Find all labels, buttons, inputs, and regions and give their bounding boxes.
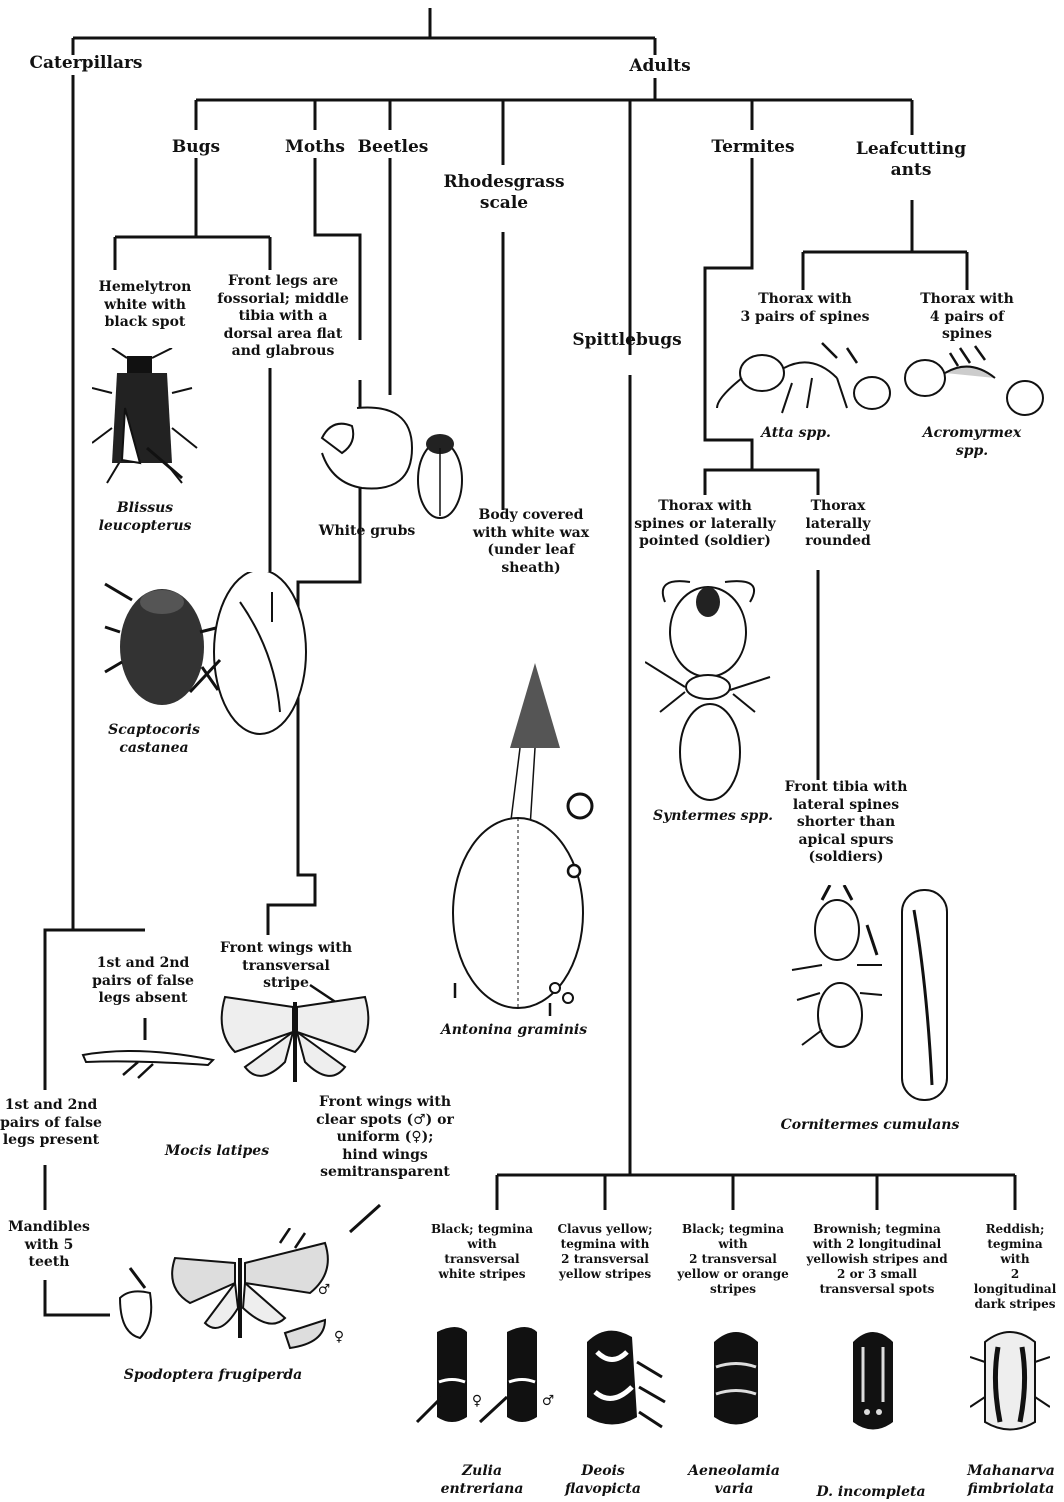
syntermes-termite-illustration [645, 572, 775, 807]
spittlebug-desc-mahanarva: Reddish; tegmina with 2 longitudinal dar… [974, 1222, 1057, 1312]
spittlebug-desc-deois: Clavus yellow; tegmina with 2 transversa… [557, 1222, 652, 1282]
spodoptera-female-symbol: ♀ [334, 1329, 344, 1347]
legs-present-label: 1st and 2nd pairs of false legs present [0, 1097, 102, 1150]
spodoptera-name: Spodoptera frugiperda [124, 1367, 302, 1385]
front-tibia-label: Front tibia with lateral spines shorter … [785, 779, 908, 867]
blissus-name: Blissus leucopterus [99, 500, 192, 535]
mocis-moth-illustration [215, 992, 375, 1087]
acromyrmex-name: Acromyrmex spp. [923, 425, 1022, 460]
incompleta-name: D. incompleta [816, 1484, 925, 1502]
moths-label: Moths [285, 137, 345, 158]
termite-spines-label: Thorax with spines or laterally pointed … [634, 498, 775, 551]
mahanarva-name: Mahanarva fimbriolata [967, 1463, 1055, 1498]
mocis-caterpillar-illustration [78, 1040, 218, 1080]
spittlebug-desc-zulia: Black; tegmina with transversal white st… [431, 1222, 533, 1282]
spodoptera-moth-illustration [110, 1228, 350, 1358]
front-wings-stripe-label: Front wings with transversal stripe [220, 940, 352, 993]
syntermes-name: Syntermes spp. [653, 808, 773, 826]
acromyrmex-ant-illustration [900, 338, 1048, 423]
atta-ant-illustration [712, 338, 892, 423]
blissus-bug-illustration [92, 348, 202, 488]
cornitermes-name: Cornitermes cumulans [781, 1117, 960, 1135]
front-legs-label: Front legs are fossorial; middle tibia w… [217, 273, 349, 361]
termite-rounded-label: Thorax laterally rounded [805, 498, 871, 551]
zulia-name: Zulia entreriana [441, 1463, 524, 1498]
thorax-3-spines-label: Thorax with 3 pairs of spines [740, 291, 869, 326]
rhodesgrass-label: Rhodesgrass scale [443, 172, 564, 215]
bugs-label: Bugs [172, 137, 220, 158]
zulia-spittlebug-illustration [412, 1322, 552, 1432]
aeneolamia-name: Aeneolamia varia [688, 1463, 780, 1498]
aeneolamia-spittlebug-illustration [706, 1322, 766, 1432]
mocis-name: Mocis latipes [165, 1143, 269, 1161]
deois-spittlebug-illustration [577, 1322, 672, 1432]
spodoptera-male-symbol: ♂ [318, 1282, 331, 1300]
spittlebugs-label: Spittlebugs [572, 330, 681, 351]
body-wax-label: Body covered with white wax (under leaf … [473, 507, 589, 577]
caterpillars-label: Caterpillars [30, 53, 143, 74]
antonina-name: Antonina graminis [441, 1022, 587, 1040]
beetles-label: Beetles [358, 137, 429, 158]
deois-name: Deois flavopicta [565, 1463, 641, 1498]
spittlebug-desc-aeneolamia: Black; tegmina with 2 transversal yellow… [677, 1222, 789, 1297]
legs-absent-label: 1st and 2nd pairs of false legs absent [92, 955, 194, 1008]
mandibles-label: Mandibles with 5 teeth [8, 1219, 90, 1272]
adults-label: Adults [629, 56, 690, 77]
zulia-male-symbol: ♂ [542, 1393, 555, 1411]
antonina-scale-illustration [440, 658, 600, 1028]
front-wings-spots-label: Front wings with clear spots (♂) or unif… [316, 1094, 454, 1182]
spittlebug-desc-incompleta: Brownish; tegmina with 2 longitudinal ye… [806, 1222, 947, 1297]
leafcutting-ants-label: Leafcutting ants [856, 139, 966, 182]
scaptocoris-bug-illustration [100, 572, 310, 742]
hemelytron-label: Hemelytron white with black spot [99, 279, 192, 332]
atta-name: Atta spp. [761, 425, 831, 443]
mahanarva-spittlebug-illustration [970, 1322, 1050, 1437]
scaptocoris-name: Scaptocoris castanea [108, 722, 200, 757]
incompleta-spittlebug-illustration [845, 1322, 900, 1437]
thorax-4-spines-label: Thorax with 4 pairs of spines [919, 291, 1016, 344]
termites-label: Termites [711, 137, 794, 158]
white-grubs-label: White grubs [319, 523, 415, 541]
cornitermes-termite-illustration [782, 885, 957, 1110]
zulia-female-symbol: ♀ [472, 1393, 482, 1411]
white-grub-illustration [312, 398, 477, 528]
